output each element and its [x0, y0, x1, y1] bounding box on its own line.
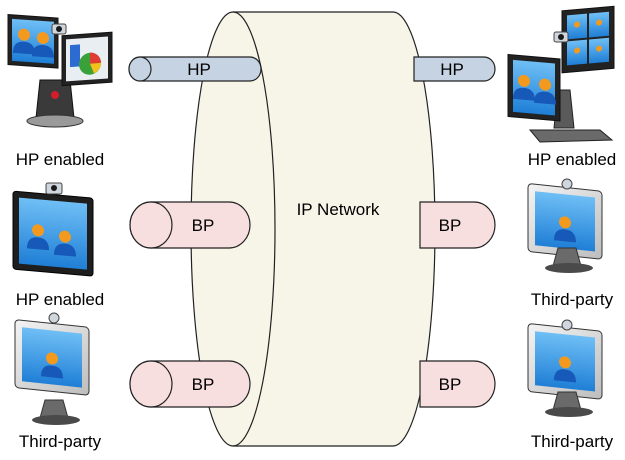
right-endpoint-3-label: Third-party	[531, 432, 614, 451]
right-endpoint-2-label: Third-party	[531, 290, 614, 309]
network-label: IP Network	[297, 200, 380, 219]
desktop-video-display-icon	[12, 182, 94, 277]
left-pipe-bp-2-label: BP	[192, 375, 215, 394]
right-pipe-hp-label: HP	[440, 60, 464, 79]
left-pipe-bp-1-label: BP	[192, 216, 215, 235]
desktop-monitor-icon	[527, 178, 603, 273]
right-pipe-bp-2	[419, 360, 496, 408]
dual-screen-video-system-icon	[7, 14, 113, 128]
right-pipe-bp-1-label: BP	[439, 216, 462, 235]
left-pipe-bp-1	[129, 201, 251, 249]
desktop-monitor-icon	[14, 312, 90, 425]
right-pipe-hp	[413, 56, 496, 82]
left-pipe-hp	[128, 56, 262, 82]
ip-network-cylinder	[190, 11, 436, 447]
left-endpoint-3-label: Third-party	[19, 432, 102, 451]
right-pipe-bp-1	[419, 201, 496, 249]
left-pipe-bp-2	[129, 360, 251, 408]
left-endpoint-1-label: HP enabled	[16, 150, 105, 169]
left-endpoint-2-label: HP enabled	[16, 290, 105, 309]
dual-screen-video-system-icon	[507, 5, 615, 143]
right-pipe-bp-2-label: BP	[439, 375, 462, 394]
left-pipe-hp-label: HP	[187, 60, 211, 79]
right-endpoint-1-label: HP enabled	[528, 150, 617, 169]
desktop-monitor-icon	[527, 319, 603, 417]
